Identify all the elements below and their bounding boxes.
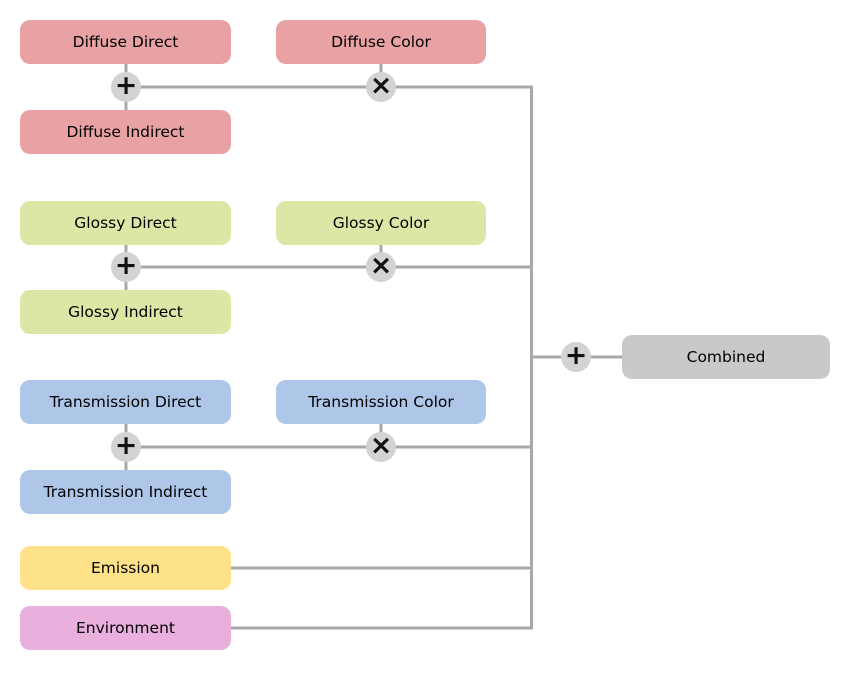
multiply-icon: × [369, 70, 393, 101]
node-diffuse-direct: Diffuse Direct [20, 20, 231, 64]
diffuse-multiply-node: × [366, 70, 396, 102]
multiply-icon: × [369, 430, 393, 461]
diffuse-add-node: + [111, 70, 141, 102]
node-combined: Combined [622, 335, 830, 379]
glossy-multiply-node: × [366, 250, 396, 282]
add-icon: + [114, 430, 138, 461]
node-glossy-color: Glossy Color [276, 201, 486, 245]
node-glossy-direct: Glossy Direct [20, 201, 231, 245]
add-icon: + [114, 250, 138, 281]
node-glossy-indirect: Glossy Indirect [20, 290, 231, 334]
node-emission: Emission [20, 546, 231, 590]
node-transmission-indirect: Transmission Indirect [20, 470, 231, 514]
multiply-icon: × [369, 250, 393, 281]
transmission-multiply-node: × [366, 430, 396, 462]
node-diffuse-indirect: Diffuse Indirect [20, 110, 231, 154]
node-environment: Environment [20, 606, 231, 650]
combined-add-node: + [561, 340, 591, 372]
add-icon: + [564, 340, 588, 371]
node-diffuse-color: Diffuse Color [276, 20, 486, 64]
add-icon: + [114, 70, 138, 101]
node-transmission-color: Transmission Color [276, 380, 486, 424]
node-transmission-direct: Transmission Direct [20, 380, 231, 424]
glossy-add-node: + [111, 250, 141, 282]
transmission-add-node: + [111, 430, 141, 462]
